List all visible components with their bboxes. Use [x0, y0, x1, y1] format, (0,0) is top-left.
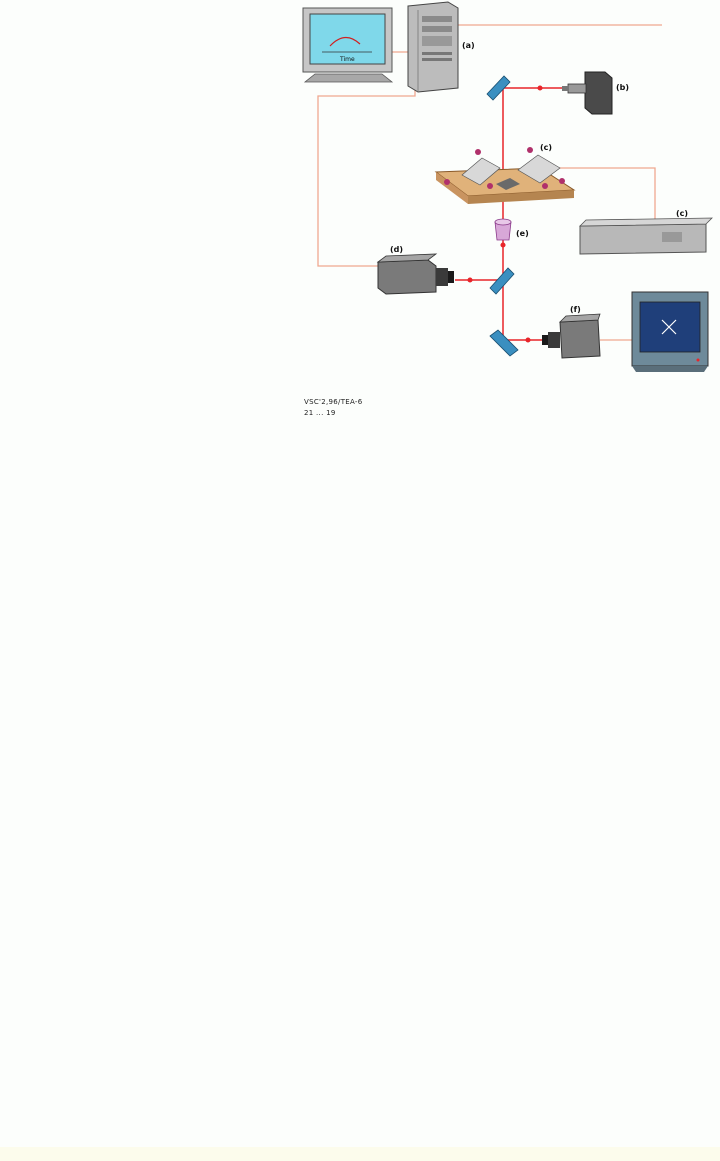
sample-stage	[434, 147, 576, 204]
label-stage: (c)	[540, 143, 552, 152]
label-camera-right: (f)	[570, 305, 581, 314]
figure-caption-line-2: 21 ... 19	[304, 409, 336, 417]
mirror-top	[486, 75, 511, 101]
figure-caption-line-1: VSC'2,96/TEA-6	[304, 398, 363, 406]
cables	[317, 24, 662, 341]
mirror-bottom	[489, 329, 519, 357]
label-camera-left: (d)	[390, 245, 403, 254]
laser-source	[562, 71, 613, 115]
mirror-middle	[489, 267, 515, 295]
display-monitor	[631, 291, 709, 372]
stage-controller	[579, 217, 713, 255]
footer-strip	[0, 1147, 720, 1161]
camera-left	[376, 253, 454, 295]
laser-beam	[455, 85, 570, 343]
label-controller: (c)	[676, 209, 688, 218]
computer-monitor: Time	[302, 7, 394, 83]
label-laser: (b)	[616, 83, 629, 92]
optical-setup-diagram: Time (a) (b) (c)	[302, 1, 713, 372]
monitor-axis-label: Time	[339, 56, 355, 63]
objective-lens	[494, 218, 512, 241]
camera-right	[542, 313, 601, 359]
label-computer: (a)	[462, 41, 475, 50]
label-objective: (e)	[516, 229, 529, 238]
computer-tower	[407, 1, 459, 93]
